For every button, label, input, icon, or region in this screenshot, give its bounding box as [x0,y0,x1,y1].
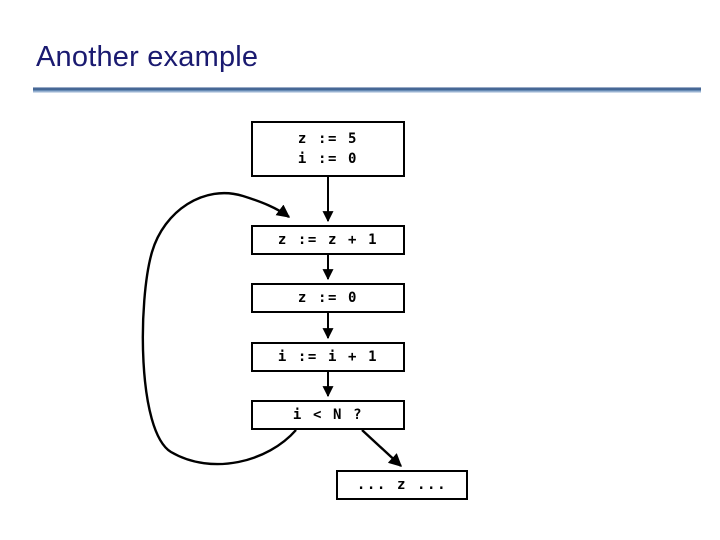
node-i-increment[interactable]: i := i + 1 [251,342,405,372]
node-use-z-label: ... z ... [356,477,448,493]
node-condition[interactable]: i < N ? [251,400,405,430]
node-z-increment[interactable]: z := z + 1 [251,225,405,255]
node-init[interactable]: z := 5 i := 0 [251,121,405,177]
node-use-z[interactable]: ... z ... [336,470,468,500]
edge-cond-to-use [361,429,402,467]
edge-cond-back-to-zinc [141,191,297,466]
node-condition-label: i < N ? [292,407,364,423]
page-title: Another example [36,41,259,73]
node-init-line-2: i := 0 [297,151,359,167]
node-i-increment-label: i := i + 1 [277,349,379,365]
node-init-line-1: z := 5 [297,131,359,147]
node-z-zero[interactable]: z := 0 [251,283,405,313]
node-z-increment-label: z := z + 1 [277,232,379,248]
title-divider [33,87,701,93]
node-z-zero-label: z := 0 [297,290,359,306]
